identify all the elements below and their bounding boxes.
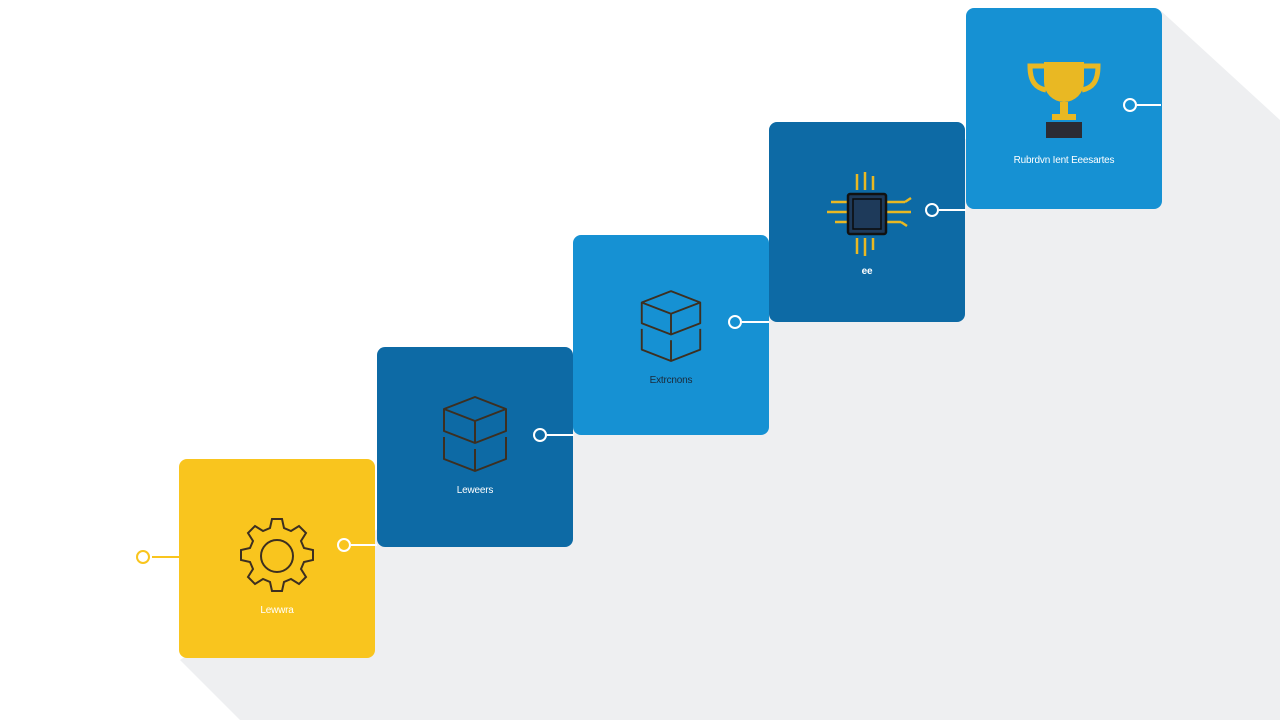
start-node[interactable]	[136, 550, 150, 564]
step-3-connector	[742, 321, 769, 323]
step-3-label: Extrcnons	[649, 375, 693, 386]
step-1-connector	[351, 544, 377, 546]
step-4-node[interactable]	[925, 203, 939, 217]
step-1-node[interactable]	[337, 538, 351, 552]
end-connector	[1137, 104, 1161, 106]
step-4-card[interactable]: ee	[769, 122, 965, 322]
step-2-node[interactable]	[533, 428, 547, 442]
step-4-label: ee	[861, 266, 873, 277]
step-1-card[interactable]: Lewwra	[179, 459, 375, 658]
step-3-card[interactable]: Extrcnons	[573, 235, 769, 435]
step-2-connector	[547, 434, 574, 436]
step-3-node[interactable]	[728, 315, 742, 329]
step-2-card[interactable]: Leweers	[377, 347, 573, 547]
cube-stack-icon	[638, 289, 704, 370]
gear-icon	[236, 515, 318, 602]
start-connector	[152, 556, 180, 558]
trophy-icon	[1022, 58, 1106, 147]
step-4-connector	[939, 209, 966, 211]
step-1-label: Lewwra	[260, 605, 294, 616]
step-5-label: Rubrdvn Ient Eeesartes	[1013, 155, 1115, 166]
step-2-label: Leweers	[456, 485, 494, 496]
step-5-card[interactable]: Rubrdvn Ient Eeesartes	[966, 8, 1162, 209]
step-5-node[interactable]	[1123, 98, 1137, 112]
cube-stack-icon	[440, 395, 510, 480]
chip-icon	[817, 172, 917, 261]
